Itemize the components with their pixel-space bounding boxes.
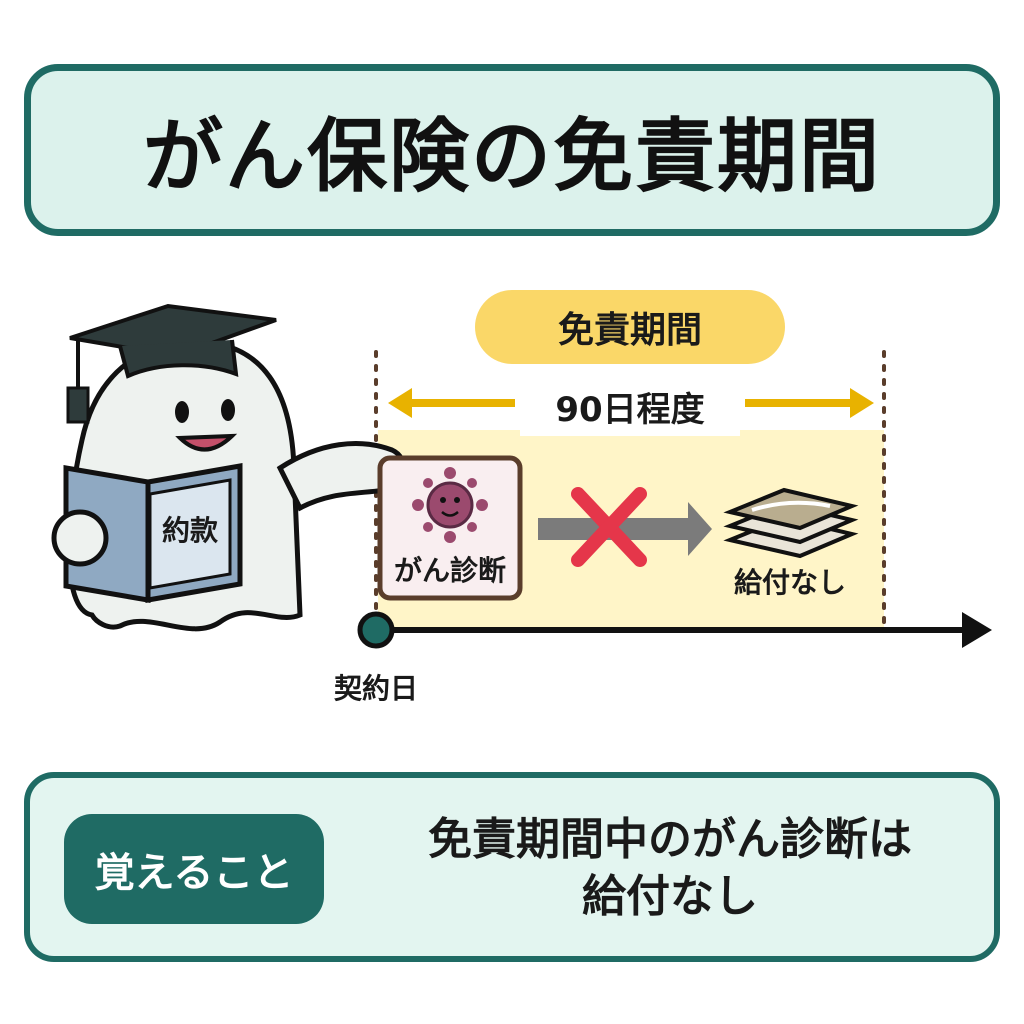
memo-badge: 覚えること: [64, 814, 324, 924]
memo-panel: 覚えること 免責期間中のがん診断は 給付なし: [24, 772, 1000, 962]
duration-arrow-right: [745, 388, 874, 418]
diagnosis-card: [377, 455, 523, 601]
money-stack-icon: [723, 487, 859, 559]
memo-line-1: 免責期間中のがん診断は: [428, 813, 912, 865]
red-cross-icon: [571, 487, 647, 567]
duration-label: 90日程度: [520, 376, 740, 436]
period-label-pill: 免責期間: [475, 290, 785, 364]
exemption-period-diagram: 約款 がん診断: [0, 270, 1024, 730]
contract-date-marker: [357, 611, 395, 649]
professor-ghost-illustration: [51, 303, 407, 632]
timeline-arrowhead: [962, 612, 992, 648]
diagram-canvas: 約款 がん診断: [51, 303, 992, 705]
result-label: 給付なし: [734, 566, 846, 599]
memo-line-2: 給付なし: [582, 871, 758, 922]
diagnosis-label: がん診断: [394, 554, 506, 587]
title-banner: がん保険の免責期間: [24, 64, 1000, 236]
book-label: 約款: [162, 514, 219, 547]
page-title: がん保険の免責期間: [143, 110, 881, 203]
duration-arrow-left: [388, 388, 515, 418]
memo-text: 免責期間中のがん診断は 給付なし: [350, 798, 990, 938]
contract-date-label: 契約日: [334, 672, 418, 705]
cancer-cell-icon: [412, 467, 488, 543]
